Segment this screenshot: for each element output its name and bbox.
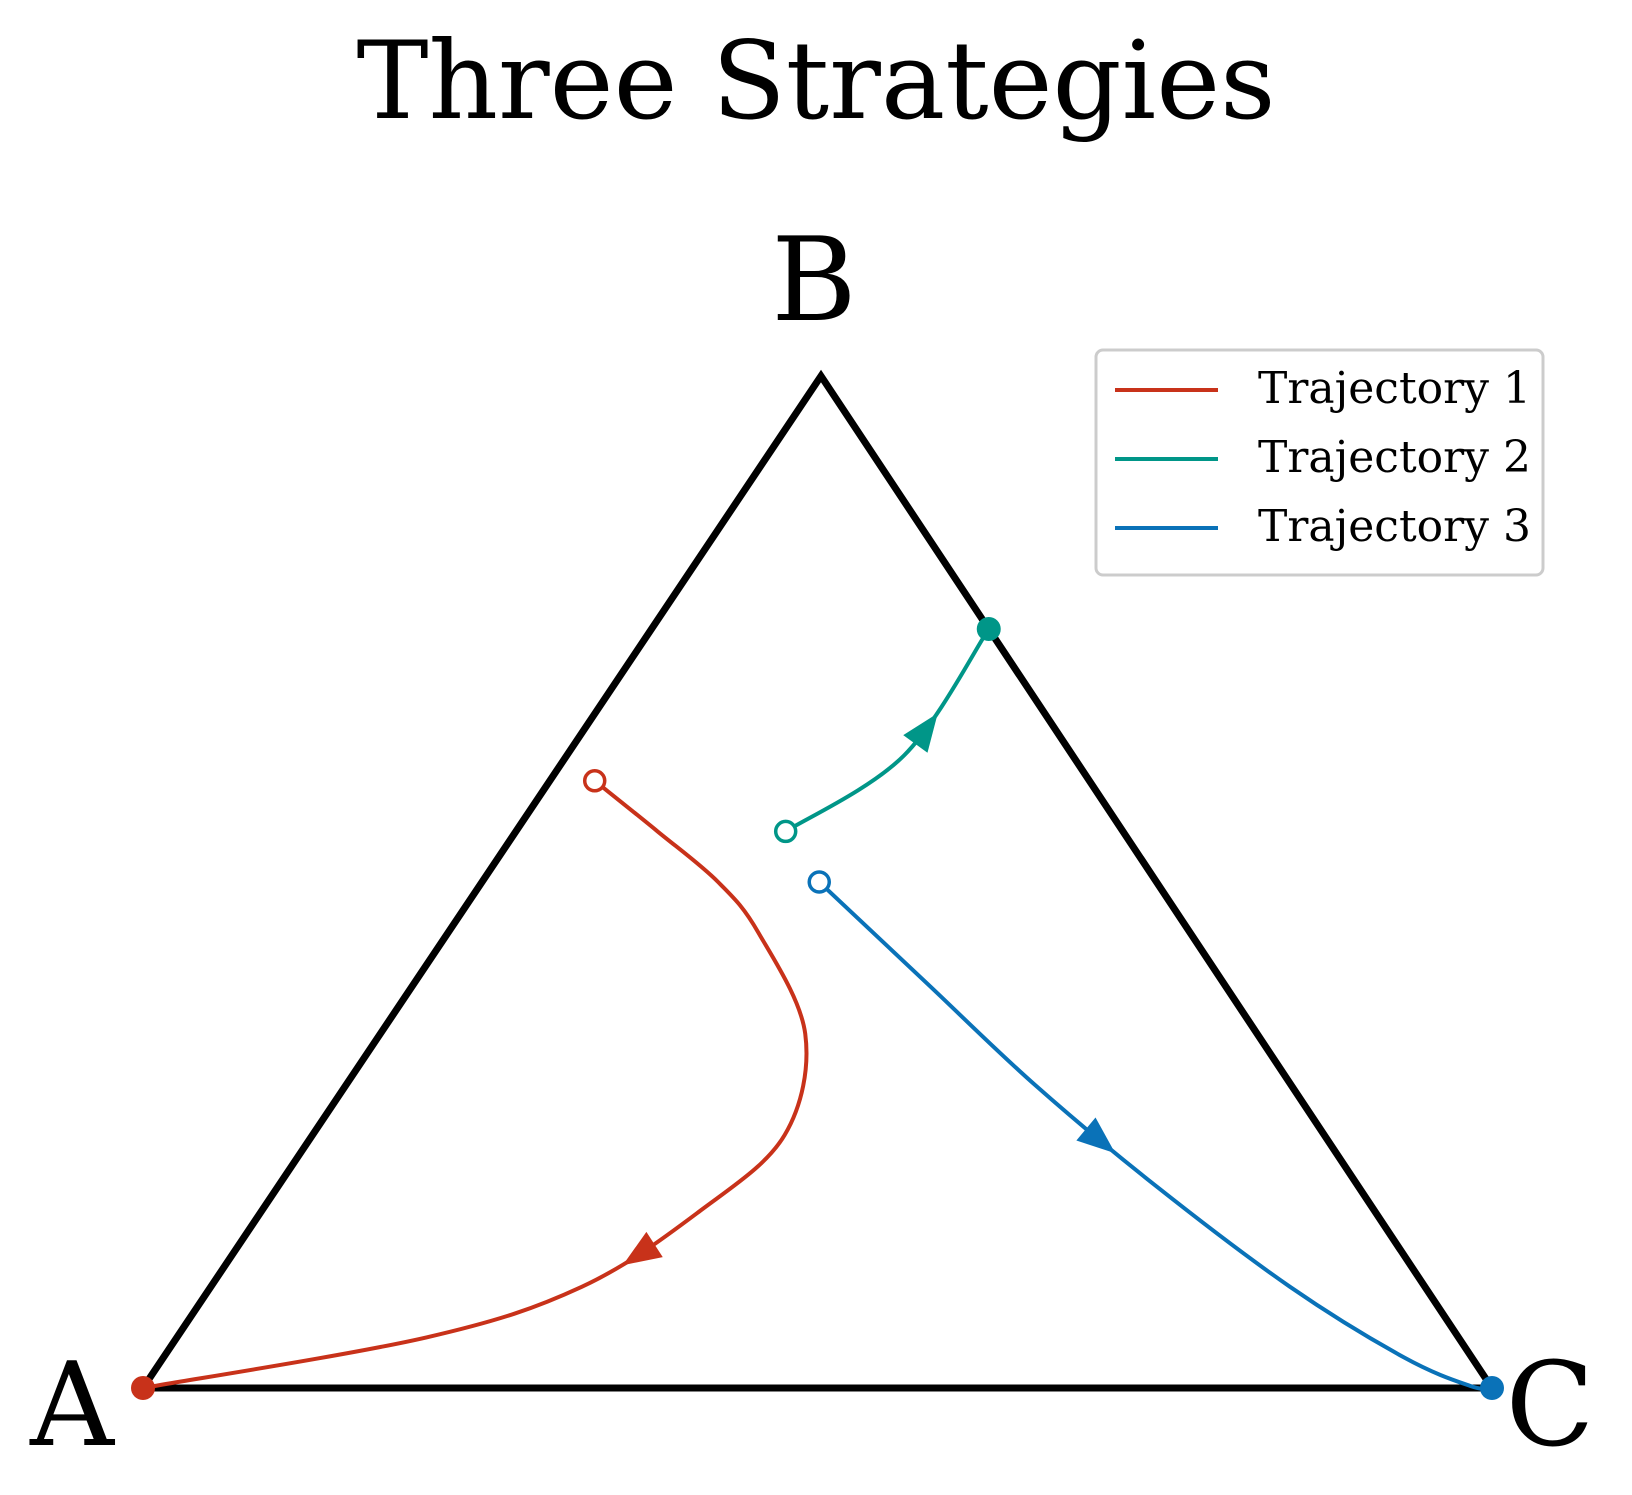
trajectory-2-arrow [903,713,938,753]
trajectory-3-arrow [1076,1117,1116,1154]
trajectory-2-end-marker [976,617,1001,641]
simplex: A B C [29,213,1594,1473]
trajectory-3-start-marker [807,870,831,894]
legend-label-2: Trajectory 2 [1258,432,1531,483]
legend-frame [1094,348,1545,577]
legend-label-1: Trajectory 1 [1258,363,1531,414]
trajectory-1 [131,769,809,1400]
legend-label-3: Trajectory 3 [1258,501,1531,552]
vertex-label-b: B [771,213,856,348]
trajectories [131,617,1504,1400]
trajectory-2-line [783,627,991,834]
simplex-triangle [136,369,1499,1392]
trajectory-1-end-marker [131,1376,155,1400]
trajectory-1-line [141,778,809,1390]
legend: Trajectory 1 Trajectory 2 Trajectory 3 [1094,348,1545,577]
trajectory-3 [807,870,1504,1400]
trajectory-2-start-marker [773,819,798,844]
trajectory-3-line [817,880,1494,1391]
vertex-label-a: A [29,1338,115,1473]
trajectory-3-end-marker [1480,1376,1504,1400]
vertex-label-c: C [1506,1338,1595,1473]
trajectory-2 [773,617,1001,844]
trajectory-1-start-marker [582,769,607,793]
trajectory-1-arrow [622,1231,663,1266]
chart-title: Three Strategies [356,19,1275,144]
